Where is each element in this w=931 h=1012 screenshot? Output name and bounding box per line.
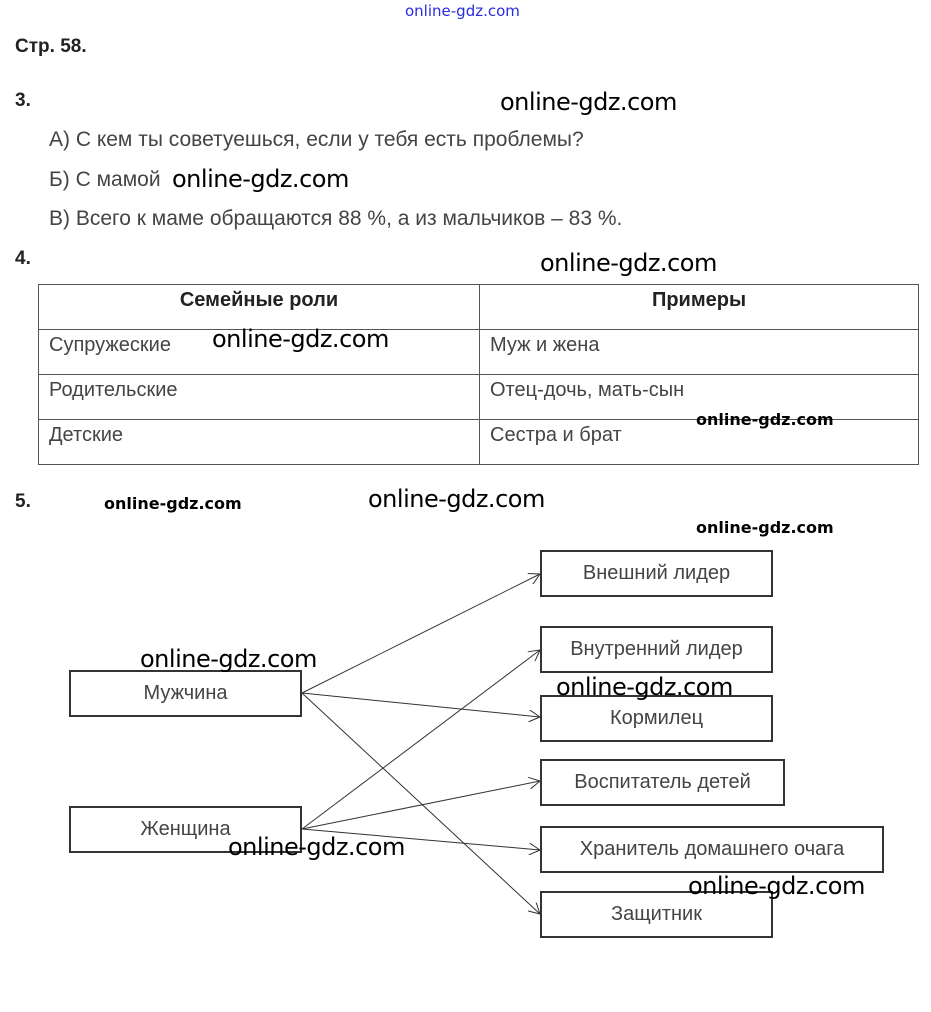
watermark: online-gdz.com (696, 518, 834, 537)
connection-arrow (301, 692, 540, 914)
watermark: online-gdz.com (368, 485, 545, 513)
watermark: online-gdz.com (500, 88, 677, 116)
cell-example: Сестра и брат (479, 419, 919, 465)
table-row: Детские Сестра и брат (38, 419, 919, 465)
box-child-educator: Воспитатель детей (540, 759, 785, 806)
cell-role: Родительские (38, 374, 480, 420)
task3-answer-b: Б) С мамой (49, 168, 161, 191)
box-protector: Защитник (540, 891, 773, 938)
task5-number: 5. (15, 491, 31, 512)
task3-answer-c: В) Всего к маме обращаются 88 %, а из ма… (49, 207, 623, 230)
connection-arrow (301, 692, 540, 717)
watermark: online-gdz.com (696, 410, 834, 429)
table-row: Родительские Отец-дочь, мать-сын (38, 374, 919, 420)
page-title: Стр. 58. (15, 36, 87, 57)
box-internal-leader: Внутренний лидер (540, 626, 773, 673)
connection-arrow (301, 828, 540, 850)
cell-role: Детские (38, 419, 480, 465)
connection-arrow (301, 650, 540, 830)
watermark: online-gdz.com (140, 645, 317, 673)
watermark: online-gdz.com (540, 249, 717, 277)
box-external-leader: Внешний лидер (540, 550, 773, 597)
table-row: Супружеские Муж и жена (38, 329, 919, 375)
task3-number: 3. (15, 90, 31, 111)
cell-example: Отец-дочь, мать-сын (479, 374, 919, 420)
watermark: online-gdz.com (405, 2, 520, 20)
watermark: online-gdz.com (212, 325, 389, 353)
task4-number: 4. (15, 248, 31, 269)
watermark: online-gdz.com (104, 494, 242, 513)
box-man: Мужчина (69, 670, 302, 717)
family-roles-table: Семейные роли Примеры Супружеские Муж и … (38, 284, 919, 465)
watermark: online-gdz.com (556, 673, 733, 701)
header-examples: Примеры (479, 284, 919, 330)
header-roles: Семейные роли (38, 284, 480, 330)
box-woman: Женщина (69, 806, 302, 853)
box-hearth-keeper: Хранитель домашнего очага (540, 826, 884, 873)
table-header-row: Семейные роли Примеры (38, 284, 919, 330)
watermark: online-gdz.com (228, 833, 405, 861)
connection-arrow (301, 781, 540, 830)
watermark: online-gdz.com (172, 165, 349, 193)
cell-example: Муж и жена (479, 329, 919, 375)
connection-arrow (301, 574, 540, 694)
task3-question: А) С кем ты советуешься, если у тебя ест… (49, 128, 584, 151)
watermark: online-gdz.com (688, 872, 865, 900)
box-breadwinner: Кормилец (540, 695, 773, 742)
